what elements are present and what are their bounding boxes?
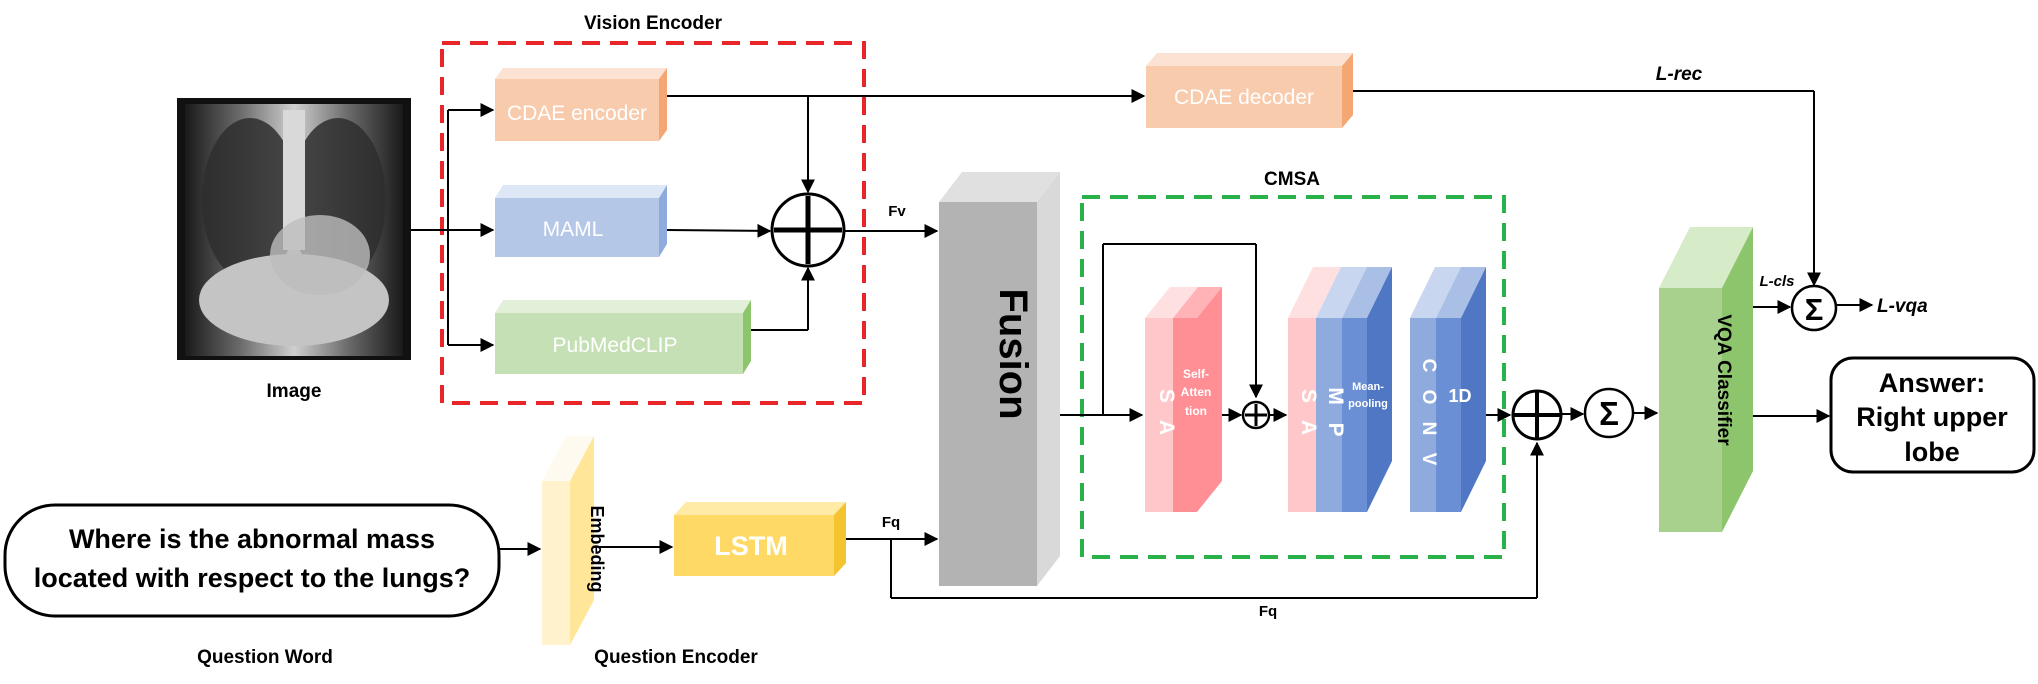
image-to-encoders-arrows: [411, 103, 495, 352]
cdae-encoder-block: [495, 68, 667, 141]
fusion-block: [939, 172, 1060, 586]
vqa-classifier-label: VQA Classifier: [1713, 314, 1734, 446]
fq-plus-icon: [1511, 389, 1563, 441]
sigma-sum-symbol: Σ: [1599, 395, 1619, 432]
image-caption: Image: [267, 381, 322, 402]
maml-block: [495, 185, 667, 257]
question-text: Where is the abnormal mass located with …: [34, 524, 471, 593]
cdae-decoder-label: CDAE decoder: [1174, 86, 1314, 109]
answer-text: Answer: Right upper lobe: [1856, 368, 2008, 467]
question-encoder-caption: Question Encoder: [594, 647, 758, 668]
conv-letters: C O N V: [1418, 359, 1439, 472]
sa1-letters: S A: [1155, 389, 1178, 441]
svg-text:tion: tion: [1185, 404, 1207, 418]
mean-pooling-text: Mean- pooling: [1348, 381, 1388, 410]
vqa-classifier-block: [1659, 227, 1753, 532]
lstm-label: LSTM: [714, 531, 788, 561]
fq-top-label: Fq: [882, 514, 900, 531]
maml-label: MAML: [543, 218, 604, 241]
pubmedclip-label: PubMedCLIP: [553, 334, 678, 357]
embedding-block: [542, 436, 594, 645]
fusion-label: Fusion: [991, 288, 1035, 419]
svg-text:Atten: Atten: [1181, 385, 1212, 399]
sa-self-attention-block: [1145, 287, 1222, 512]
sum-plus-icon: [770, 192, 846, 268]
encoder-to-plus-arrows: [666, 89, 1146, 331]
fusion-to-sa-arrows: [1060, 243, 1263, 422]
cmsa-title: CMSA: [1264, 169, 1320, 190]
l-cls-label: L-cls: [1759, 273, 1794, 290]
residual-plus-icon: [1241, 400, 1271, 430]
conv-1d-label: 1D: [1448, 386, 1471, 406]
mp-letters: M P: [1324, 387, 1347, 442]
fq-bottom-label: Fq: [1259, 603, 1277, 620]
sa2-letters: S A: [1297, 389, 1320, 441]
conv-1d-block: [1410, 267, 1486, 512]
question-word-caption: Question Word: [197, 647, 333, 668]
cdae-encoder-label: CDAE encoder: [507, 102, 647, 125]
l-vqa-label: L-vqa: [1877, 296, 1928, 317]
fv-label: Fv: [888, 203, 906, 220]
answer-box: [1829, 356, 2036, 474]
svg-text:Self-: Self-: [1183, 367, 1209, 381]
loss-sigma-icon: [1790, 284, 1838, 332]
svg-text:Where is the abnormal mass: Where is the abnormal mass: [69, 524, 435, 554]
vision-encoder-box: [440, 41, 866, 405]
svg-text:pooling: pooling: [1348, 398, 1388, 410]
svg-text:Mean-: Mean-: [1352, 381, 1384, 393]
cdae-decoder-block: [1146, 53, 1353, 128]
svg-text:Answer:: Answer:: [1879, 368, 1986, 398]
loss-sigma-symbol: Σ: [1805, 292, 1824, 327]
l-rec-arrow: [1353, 90, 1821, 287]
svg-text:lobe: lobe: [1904, 437, 1960, 467]
l-rec-label: L-rec: [1656, 64, 1703, 85]
xray-image: [177, 98, 411, 360]
svg-text:Right upper: Right upper: [1856, 402, 2008, 432]
fq-arrows: [846, 441, 1544, 599]
sa-mp-mean-pooling-block: [1288, 267, 1392, 512]
self-attention-text: Self- Atten tion: [1181, 367, 1212, 418]
pubmedclip-block: [495, 300, 751, 374]
svg-text:located with respect to the lu: located with respect to the lungs?: [34, 563, 471, 593]
embedding-label: Embeding: [587, 505, 607, 592]
cmsa-box: [1080, 195, 1506, 559]
lstm-block: [674, 502, 846, 576]
vision-encoder-title: Vision Encoder: [584, 13, 723, 34]
question-bubble: [3, 503, 501, 618]
